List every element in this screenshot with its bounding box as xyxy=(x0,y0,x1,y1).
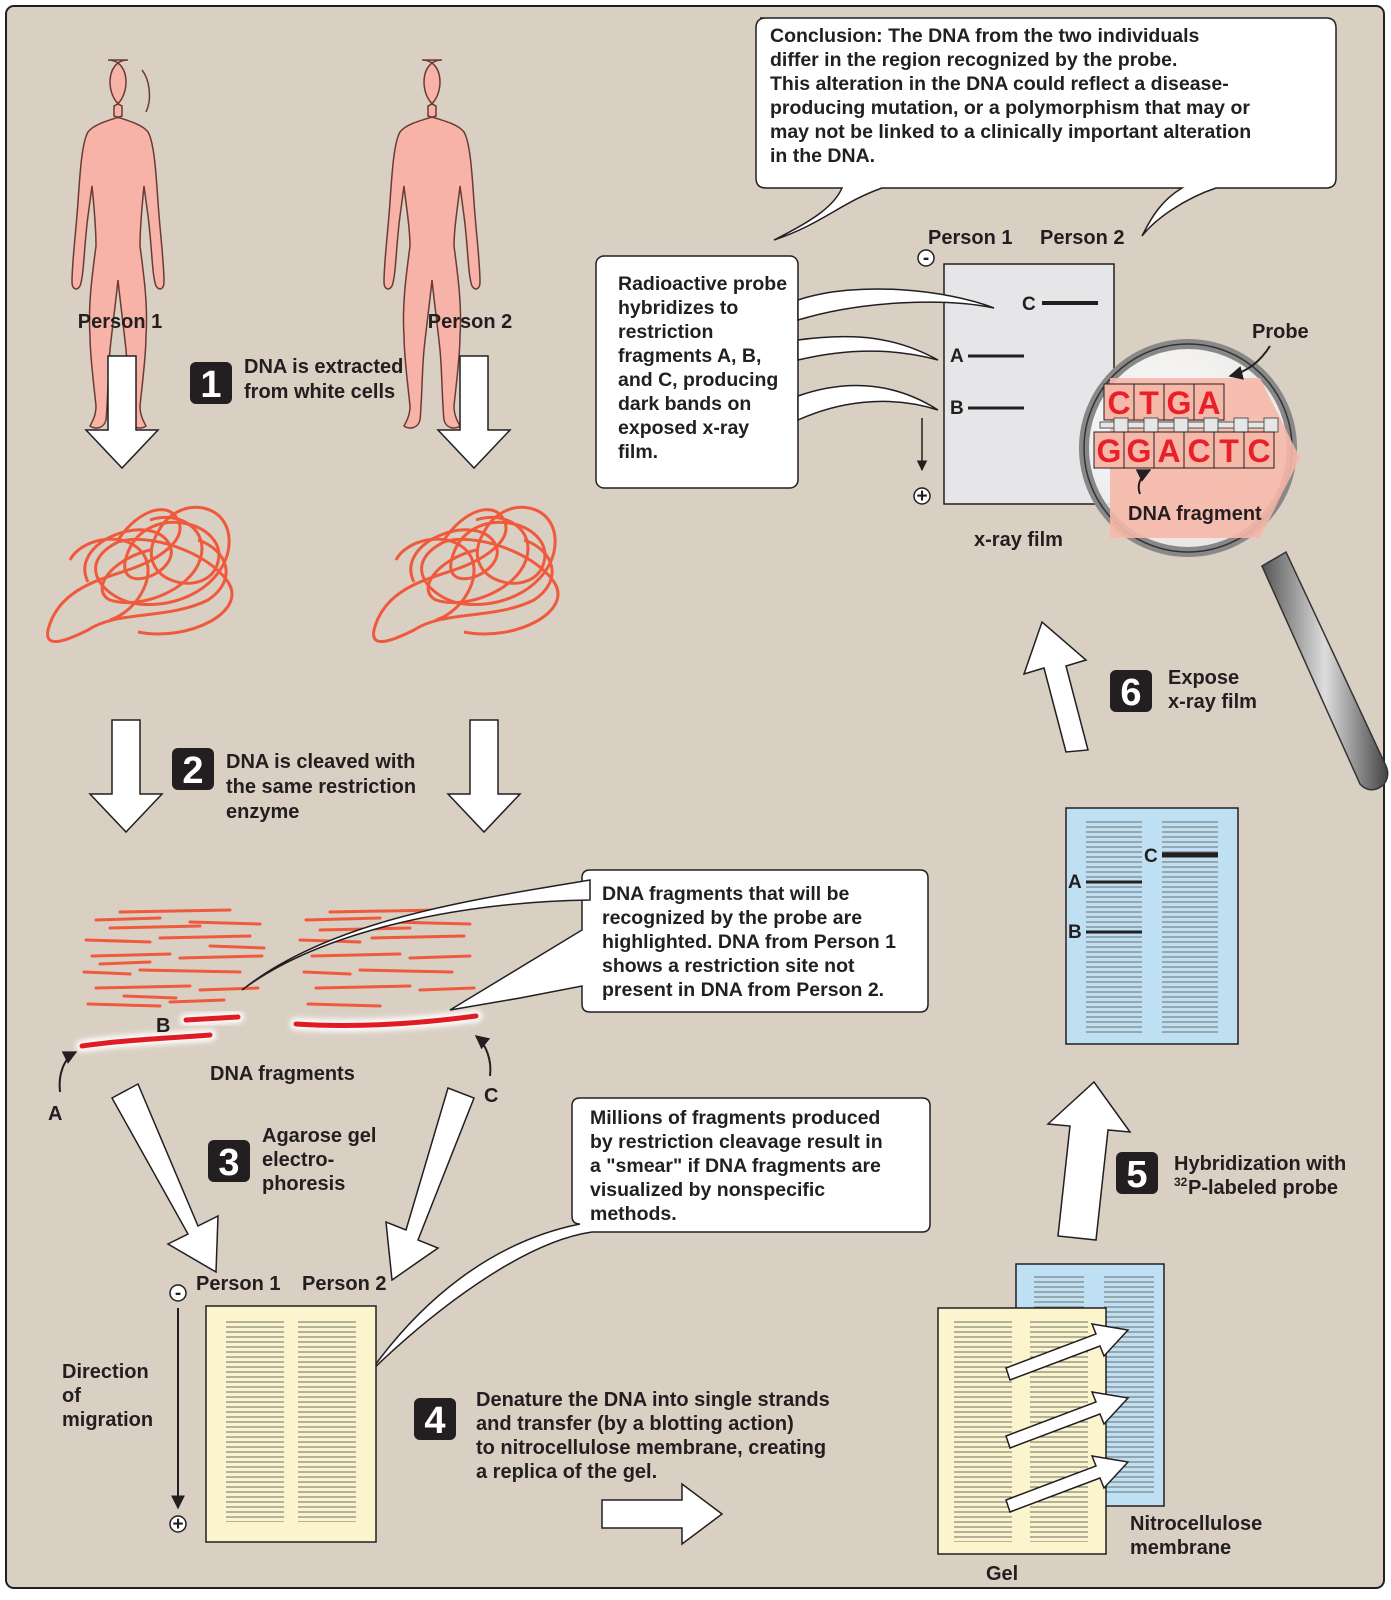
hybridized-membrane: A B C xyxy=(1065,807,1239,1045)
step-2-badge: 2 xyxy=(172,748,214,792)
dna-fragment-sequence: G G A C T C xyxy=(1093,431,1275,469)
step-1-text: DNA is extracted from white cells xyxy=(244,356,409,403)
dna-backbone xyxy=(1099,417,1279,433)
dna-tangle-person-1 xyxy=(46,505,234,644)
svg-text:2: 2 xyxy=(182,750,203,792)
membrane-label-b: B xyxy=(1068,922,1082,943)
probe-pointer xyxy=(1228,345,1271,380)
svg-text:T: T xyxy=(1139,385,1159,421)
svg-text:A: A xyxy=(1157,433,1180,469)
film-plus-sign: + xyxy=(913,486,931,507)
up-arrow-step-5 xyxy=(1046,1080,1132,1241)
svg-text:3: 3 xyxy=(218,1142,239,1184)
svg-text:-: - xyxy=(923,248,929,269)
film-label-c: C xyxy=(1022,294,1036,315)
step-1-badge: 1 xyxy=(190,362,232,406)
svg-text:+: + xyxy=(916,486,927,507)
person-2-label: Person 2 xyxy=(428,311,512,333)
gel-person-2-label: Person 2 xyxy=(302,1273,386,1295)
blot-transfer-arrows xyxy=(1005,1323,1130,1513)
callout-probe: Radioactive probe hybridizes to restrict… xyxy=(595,255,995,489)
svg-text:A: A xyxy=(1197,385,1220,421)
person-2-figure xyxy=(383,59,481,429)
svg-text:C: C xyxy=(1187,433,1210,469)
agarose-gel xyxy=(205,1305,377,1543)
diagonal-arrows-step-3 xyxy=(110,1082,475,1282)
fragments-person-1 xyxy=(82,908,266,1008)
membrane-label-c: C xyxy=(1144,846,1158,867)
direction-of-migration-label: Direction of migration xyxy=(62,1361,154,1431)
svg-text:G: G xyxy=(1097,433,1122,469)
dna-fragments-label: DNA fragments xyxy=(210,1063,355,1085)
step-4-badge: 4 xyxy=(414,1398,456,1442)
svg-text:Millions of fragments produced: Millions of fragments produced by restri… xyxy=(590,1107,888,1225)
step-5-text: Hybridization with xyxy=(1174,1153,1346,1175)
dna-fragment-label: DNA fragment xyxy=(1128,503,1262,525)
probe-sequence: C T G A xyxy=(1103,383,1225,421)
step-5-text-line-2: P-labeled probe xyxy=(1188,1177,1338,1199)
fragment-c-pointer xyxy=(474,1035,492,1077)
gel-person-1-label: Person 1 xyxy=(196,1273,280,1295)
gel-lane-person-1 xyxy=(226,1320,284,1522)
highlight-fragment-b xyxy=(180,1011,244,1026)
gel-lane-person-2 xyxy=(298,1320,356,1522)
film-person-1-label: Person 1 xyxy=(928,227,1012,249)
magnifier-handle xyxy=(1261,550,1389,791)
dna-fragment-pointer xyxy=(1135,469,1152,495)
svg-text:T: T xyxy=(1219,433,1239,469)
callout-fragments: DNA fragments that will be recognized by… xyxy=(241,869,929,1013)
svg-text:Conclusion: The DNA from the t: Conclusion: The DNA from the two individ… xyxy=(770,25,1257,167)
step-6-text: Expose x-ray film xyxy=(1168,667,1257,713)
step-3-text: Agarose gel electro- phoresis xyxy=(262,1125,382,1195)
down-arrows-step-1 xyxy=(84,355,512,470)
gel-plus-sign: + xyxy=(169,1514,187,1535)
blot-gel-label: Gel xyxy=(986,1563,1018,1585)
person-1-figure xyxy=(71,59,165,429)
svg-text:C: C xyxy=(1107,385,1130,421)
highlight-fragment-c xyxy=(290,1010,482,1032)
step-5-superscript: 32 xyxy=(1174,1175,1188,1189)
gel-minus-sign: - xyxy=(169,1283,187,1304)
down-arrows-step-2 xyxy=(88,719,522,834)
person-1-label: Person 1 xyxy=(78,311,162,333)
step-5-badge: 5 xyxy=(1116,1152,1158,1196)
film-label-a: A xyxy=(950,346,964,367)
fragments-person-2 xyxy=(298,908,476,1008)
fragment-b-label: B xyxy=(156,1015,170,1037)
callout-conclusion: Conclusion: The DNA from the two individ… xyxy=(755,17,1337,241)
film-label-b: B xyxy=(950,398,964,419)
highlight-fragment-a xyxy=(76,1029,216,1052)
film-minus-sign: - xyxy=(917,248,935,269)
svg-text:-: - xyxy=(175,1283,181,1304)
svg-text:6: 6 xyxy=(1120,672,1141,714)
dna-tangle-person-2 xyxy=(372,505,560,644)
probe-label: Probe xyxy=(1252,321,1309,343)
step-3-badge: 3 xyxy=(208,1140,250,1184)
step-6-badge: 6 xyxy=(1110,670,1152,714)
callout-smear: Millions of fragments produced by restri… xyxy=(369,1097,931,1373)
svg-text:Radioactive probe hybrid: Radioactive probe hybridizes to restrict… xyxy=(618,273,792,463)
svg-text:DNA fragments that will be: DNA fragments that will be recognized by… xyxy=(602,883,901,1001)
xray-film-label: x-ray film xyxy=(974,529,1063,551)
membrane-label-a: A xyxy=(1068,872,1082,893)
transfer-arrow xyxy=(601,1482,724,1546)
fragment-c-label: C xyxy=(484,1085,498,1107)
step-4-text: Denature the DNA into single strands and… xyxy=(476,1389,835,1483)
svg-text:G: G xyxy=(1167,385,1192,421)
svg-text:4: 4 xyxy=(424,1400,445,1442)
fragment-a-pointer xyxy=(58,1051,78,1093)
svg-text:5: 5 xyxy=(1126,1154,1147,1196)
up-arrow-step-6 xyxy=(1022,620,1089,753)
membrane-label: Nitrocellulose membrane xyxy=(1130,1513,1268,1559)
svg-text:1: 1 xyxy=(200,364,221,406)
svg-text:C: C xyxy=(1247,433,1270,469)
step-2-text: DNA is cleaved with the same restriction… xyxy=(226,751,422,823)
svg-text:+: + xyxy=(172,1514,183,1535)
film-person-2-label: Person 2 xyxy=(1040,227,1124,249)
fragment-a-label: A xyxy=(48,1103,62,1125)
svg-text:G: G xyxy=(1127,433,1152,469)
